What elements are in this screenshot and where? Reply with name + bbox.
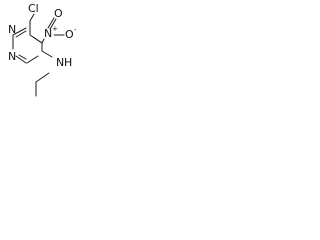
bond-ring-c5-c4-inner xyxy=(32,36,43,44)
atom-o-right: O xyxy=(65,28,74,41)
bond-ring-c6-top xyxy=(12,27,27,36)
atom-n-amine: N xyxy=(56,56,64,69)
bond-amine-ethyl xyxy=(35,72,50,83)
atom-cl: Cl xyxy=(28,2,39,15)
atom-n-ring-bottom: N xyxy=(8,50,16,63)
atom-h-amine: H xyxy=(64,56,72,69)
bond-c-amine xyxy=(41,50,53,58)
nitro-n-charge: + xyxy=(52,25,58,33)
bond-nitro-o-top xyxy=(49,18,57,30)
nitro-o-charge: - xyxy=(74,26,77,34)
structure-canvas: Cl N N N + O O - N H xyxy=(0,0,86,98)
bond-ring-c2-n1-inner xyxy=(18,54,27,60)
bond-nitro-o-top-double xyxy=(47,17,55,29)
bond-c-cl xyxy=(29,13,35,22)
bond-ring-c6-top-inner xyxy=(15,30,27,38)
bond-ring-c2-n1 xyxy=(15,55,27,64)
bond-ring-n3-c2 xyxy=(26,55,39,64)
chemical-structure-diagram: Cl N N N + O O - N H xyxy=(8,2,77,97)
bond-c-nitro xyxy=(41,38,45,44)
atom-o-top: O xyxy=(54,7,63,20)
atom-n-nitro: N xyxy=(44,27,52,40)
atom-n-ring-top: N xyxy=(8,23,16,36)
